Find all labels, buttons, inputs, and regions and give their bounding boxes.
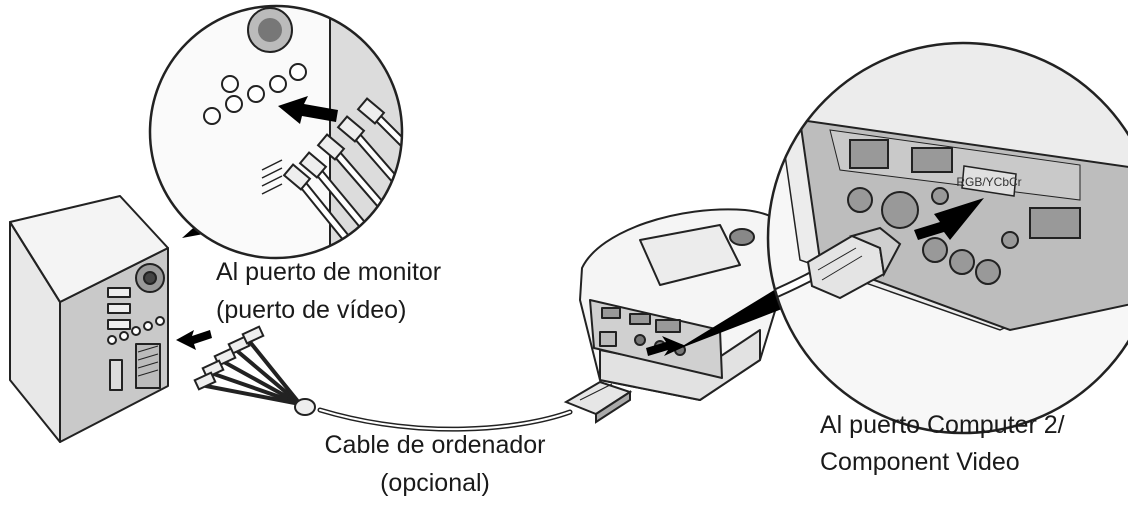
right-magnifier-ring [766,41,1128,435]
right-magnifier-pointer [676,284,800,350]
computer2-port-label-line1: Al puerto Computer 2/ [820,411,1065,439]
arrow-to-tower [176,330,212,350]
arrow-to-projector [646,336,686,356]
left-magnified-view [150,6,402,258]
computer-tower [9,195,169,443]
cable-label-line2: (opcional) [380,469,490,497]
projector [579,208,795,401]
computer2-port-label-line2: Component Video [820,448,1020,476]
monitor-port-label-line2: (puerto de vídeo) [216,296,407,324]
cable-label-line1: Cable de ordenador [324,431,546,459]
computer-cable [204,340,573,432]
left-magnifier-ring [148,4,404,260]
panel-port-label: RGB/YCbCr [956,175,1021,189]
rca-plugs [193,325,316,416]
vga-plug [563,380,633,424]
right-magnified-view: RGB/YCbCr [768,43,1128,433]
monitor-port-label-line1: Al puerto de monitor [216,258,442,286]
